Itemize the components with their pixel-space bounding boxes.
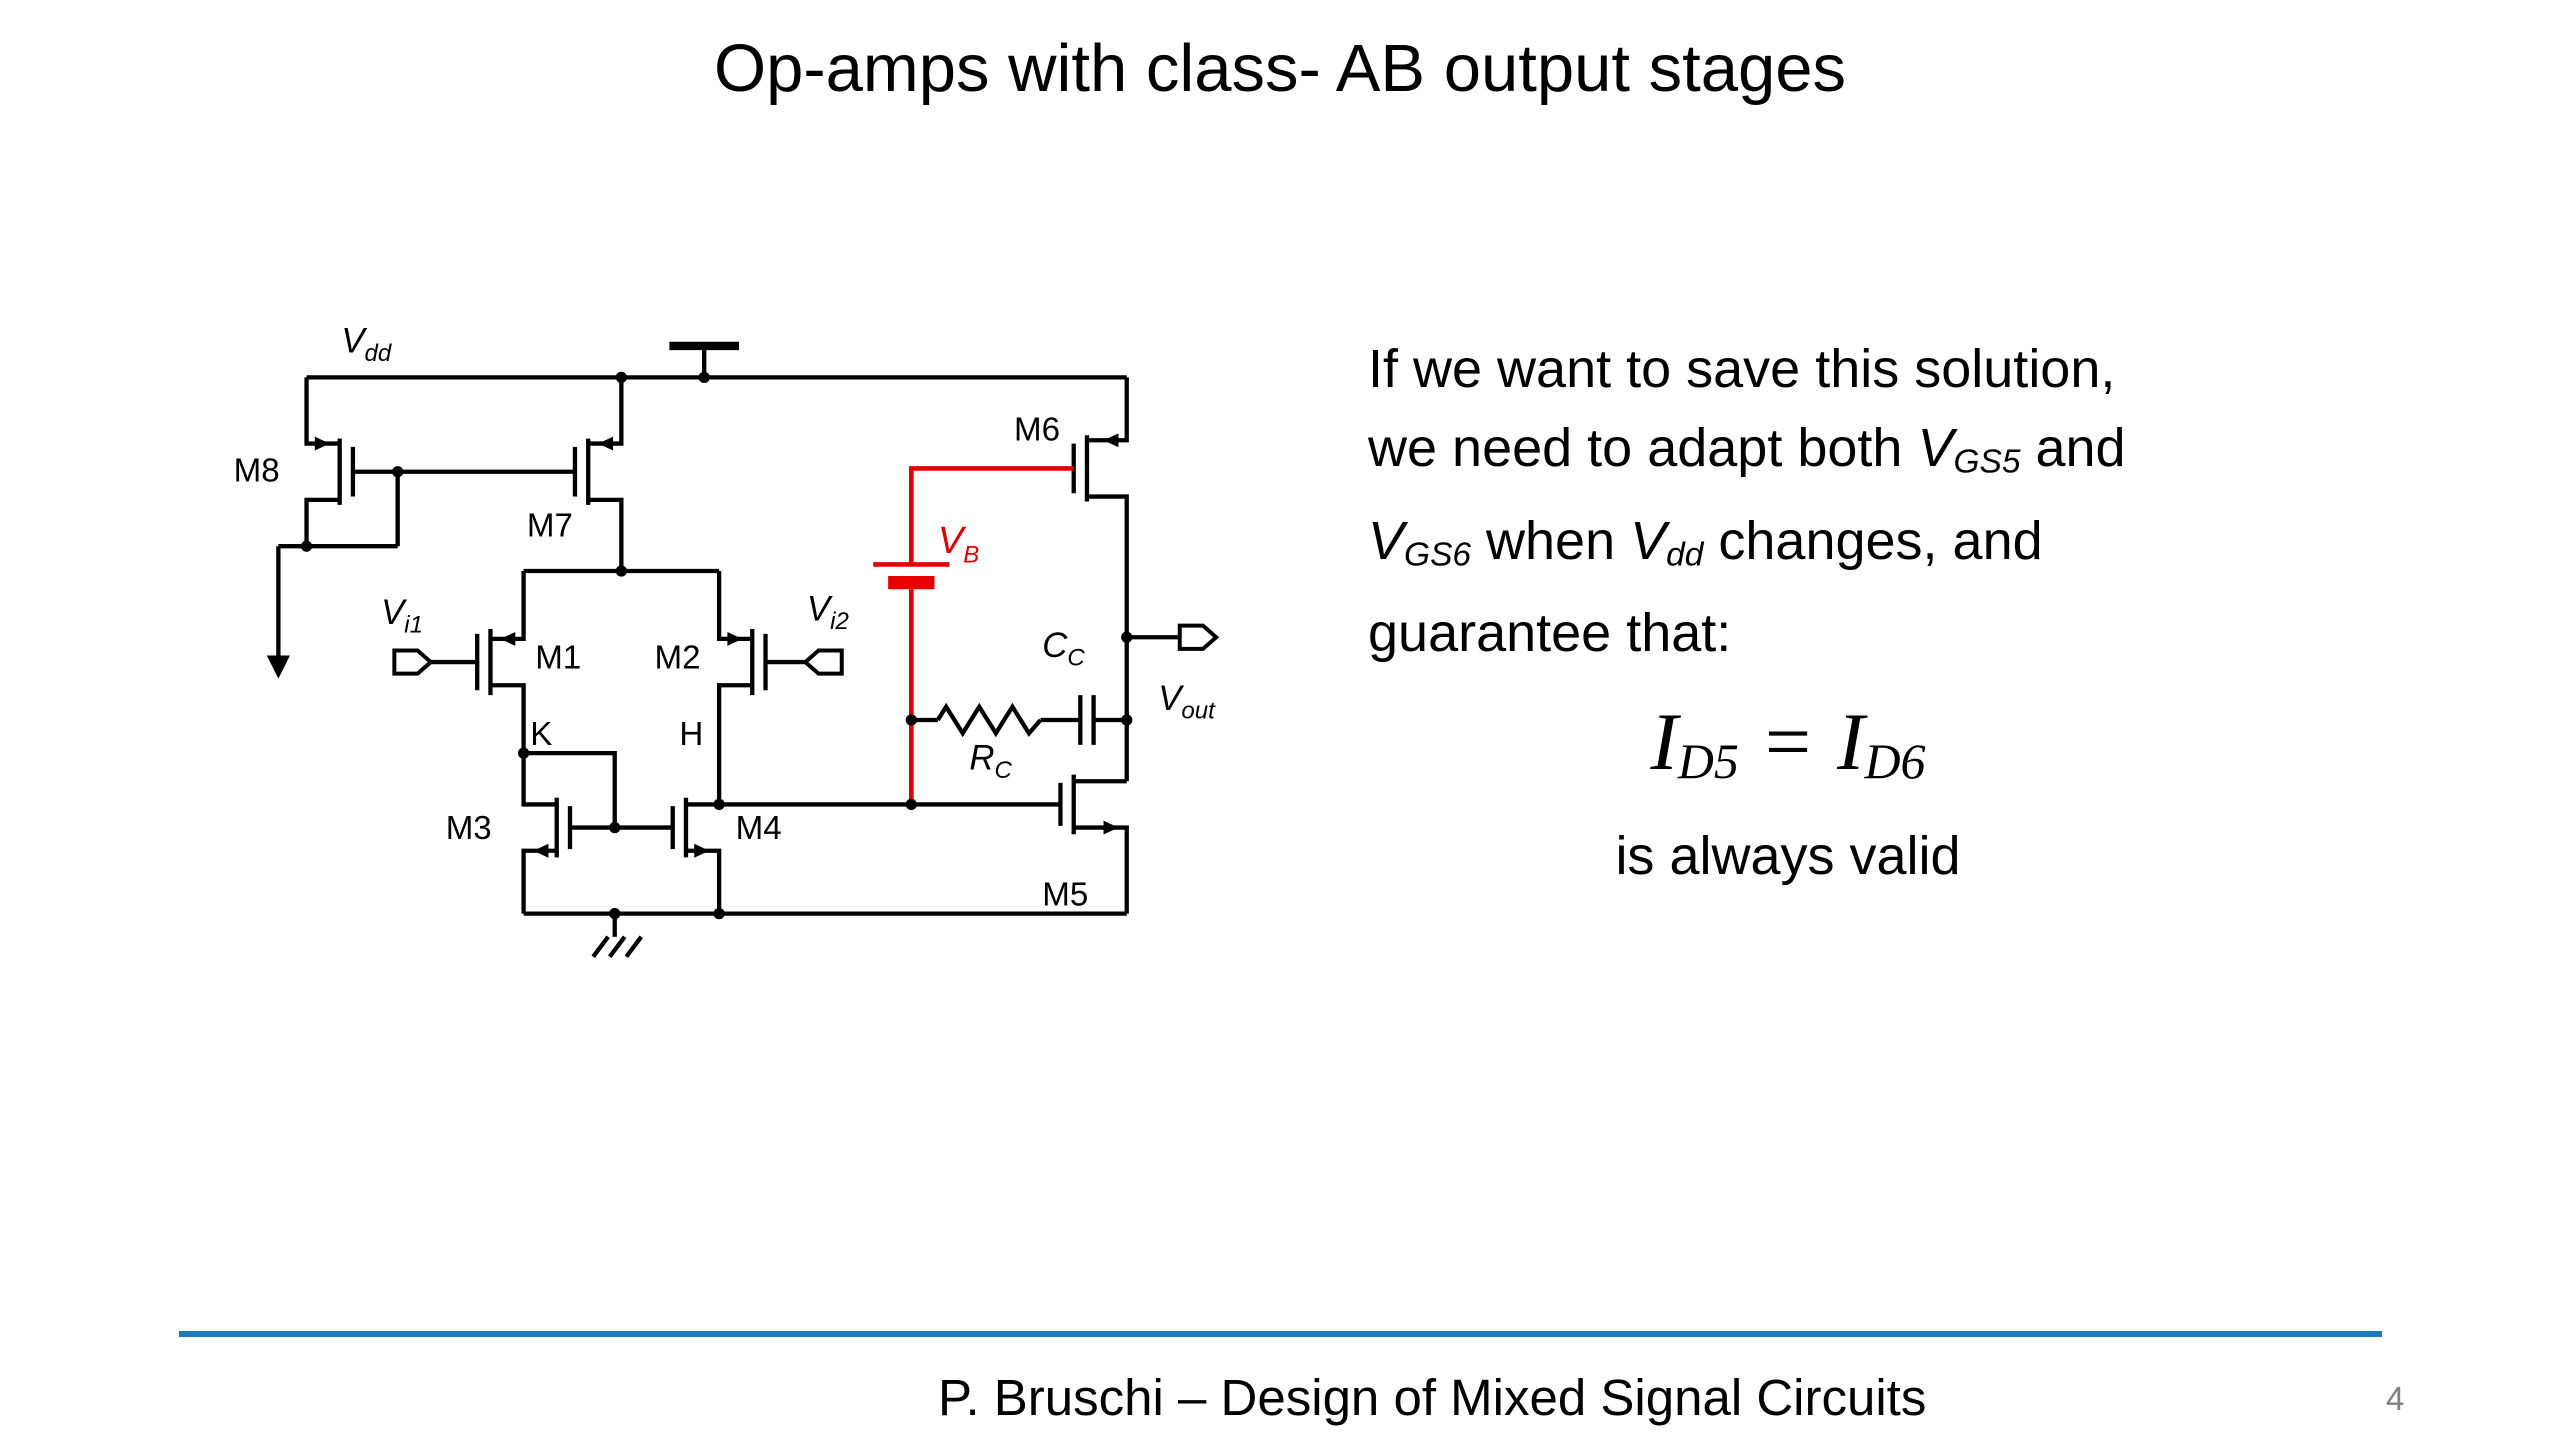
note-line-3: VGS6 when Vdd changes, and xyxy=(1368,510,2043,574)
transistor-m3 xyxy=(521,750,673,914)
note-line-1: If we want to save this solution, xyxy=(1368,339,2116,399)
m7-source-arrow-icon xyxy=(598,436,614,451)
note-line-4: guarantee that: xyxy=(1368,603,1732,664)
label-vout: Vout xyxy=(1158,680,1216,724)
m6-source-arrow-icon xyxy=(1103,433,1119,448)
power-rail xyxy=(306,341,1127,380)
junction-dots xyxy=(300,371,1133,920)
transistor-m7 xyxy=(572,377,624,572)
m5-source-arrow-icon xyxy=(1103,820,1119,835)
page-number: 4 xyxy=(2386,1380,2405,1417)
label-vdd: Vdd xyxy=(341,323,392,367)
label-m4: M4 xyxy=(736,810,782,847)
ground-symbol-icon xyxy=(591,935,643,958)
differential-pair xyxy=(392,568,844,805)
output-terminal-vout-icon xyxy=(1177,623,1220,651)
transistor-m4 xyxy=(670,797,1061,914)
label-m1: M1 xyxy=(535,640,581,677)
input-terminal-vi2-icon xyxy=(802,648,844,676)
math-vgs6: VGS6 xyxy=(1368,510,1472,574)
note-block: If we want to save this solution, we nee… xyxy=(1368,330,2348,896)
label-m2: M2 xyxy=(654,640,700,677)
note-line-2: we need to adapt both VGS5 and xyxy=(1368,418,2126,481)
transistor-m2 xyxy=(716,571,806,805)
m2-source-arrow-icon xyxy=(727,631,743,646)
footer-credit: P. Bruschi – Design of Mixed Signal Circ… xyxy=(938,1369,1927,1426)
label-cc: CC xyxy=(1042,627,1085,671)
m8-source-arrow-icon xyxy=(314,436,330,451)
label-vb: VB xyxy=(938,520,979,569)
bias-current-arrow-icon xyxy=(266,655,290,679)
label-m7: M7 xyxy=(527,507,573,544)
label-m8: M8 xyxy=(234,453,280,490)
math-vdd: Vdd xyxy=(1630,510,1704,574)
label-m3: M3 xyxy=(446,810,492,847)
compensation-network xyxy=(911,695,1127,745)
input-terminal-vi1-icon xyxy=(392,648,434,676)
label-rc: RC xyxy=(969,740,1012,784)
label-m5: M5 xyxy=(1042,876,1088,913)
m4-source-arrow-icon xyxy=(694,843,710,858)
math-vgs5: VGS5 xyxy=(1917,418,2021,481)
transistor-m8 xyxy=(266,377,575,679)
slide-title: Op-amps with class- AB output stages xyxy=(713,31,1847,106)
transistor-m1 xyxy=(430,571,526,754)
equation-id5-equals-id6: ID5=ID6 xyxy=(1650,696,1926,790)
resistor-rc-icon xyxy=(936,702,1043,738)
label-node-h: H xyxy=(679,716,703,753)
transistor-m5 xyxy=(1058,774,1129,914)
label-vi2: Vi2 xyxy=(807,591,849,635)
ground-rail xyxy=(523,911,1127,958)
m1-source-arrow-icon xyxy=(500,631,516,646)
capacitor-cc-icon xyxy=(1078,695,1096,745)
m3-source-arrow-icon xyxy=(533,843,549,858)
battery-vb xyxy=(873,466,1074,805)
equation-caption: is always valid xyxy=(1615,825,1961,886)
footer-divider xyxy=(179,1331,2382,1337)
label-vi1: Vi1 xyxy=(381,594,423,638)
output-terminal xyxy=(1126,623,1220,651)
label-node-k: K xyxy=(530,716,552,753)
label-m6: M6 xyxy=(1014,411,1060,448)
